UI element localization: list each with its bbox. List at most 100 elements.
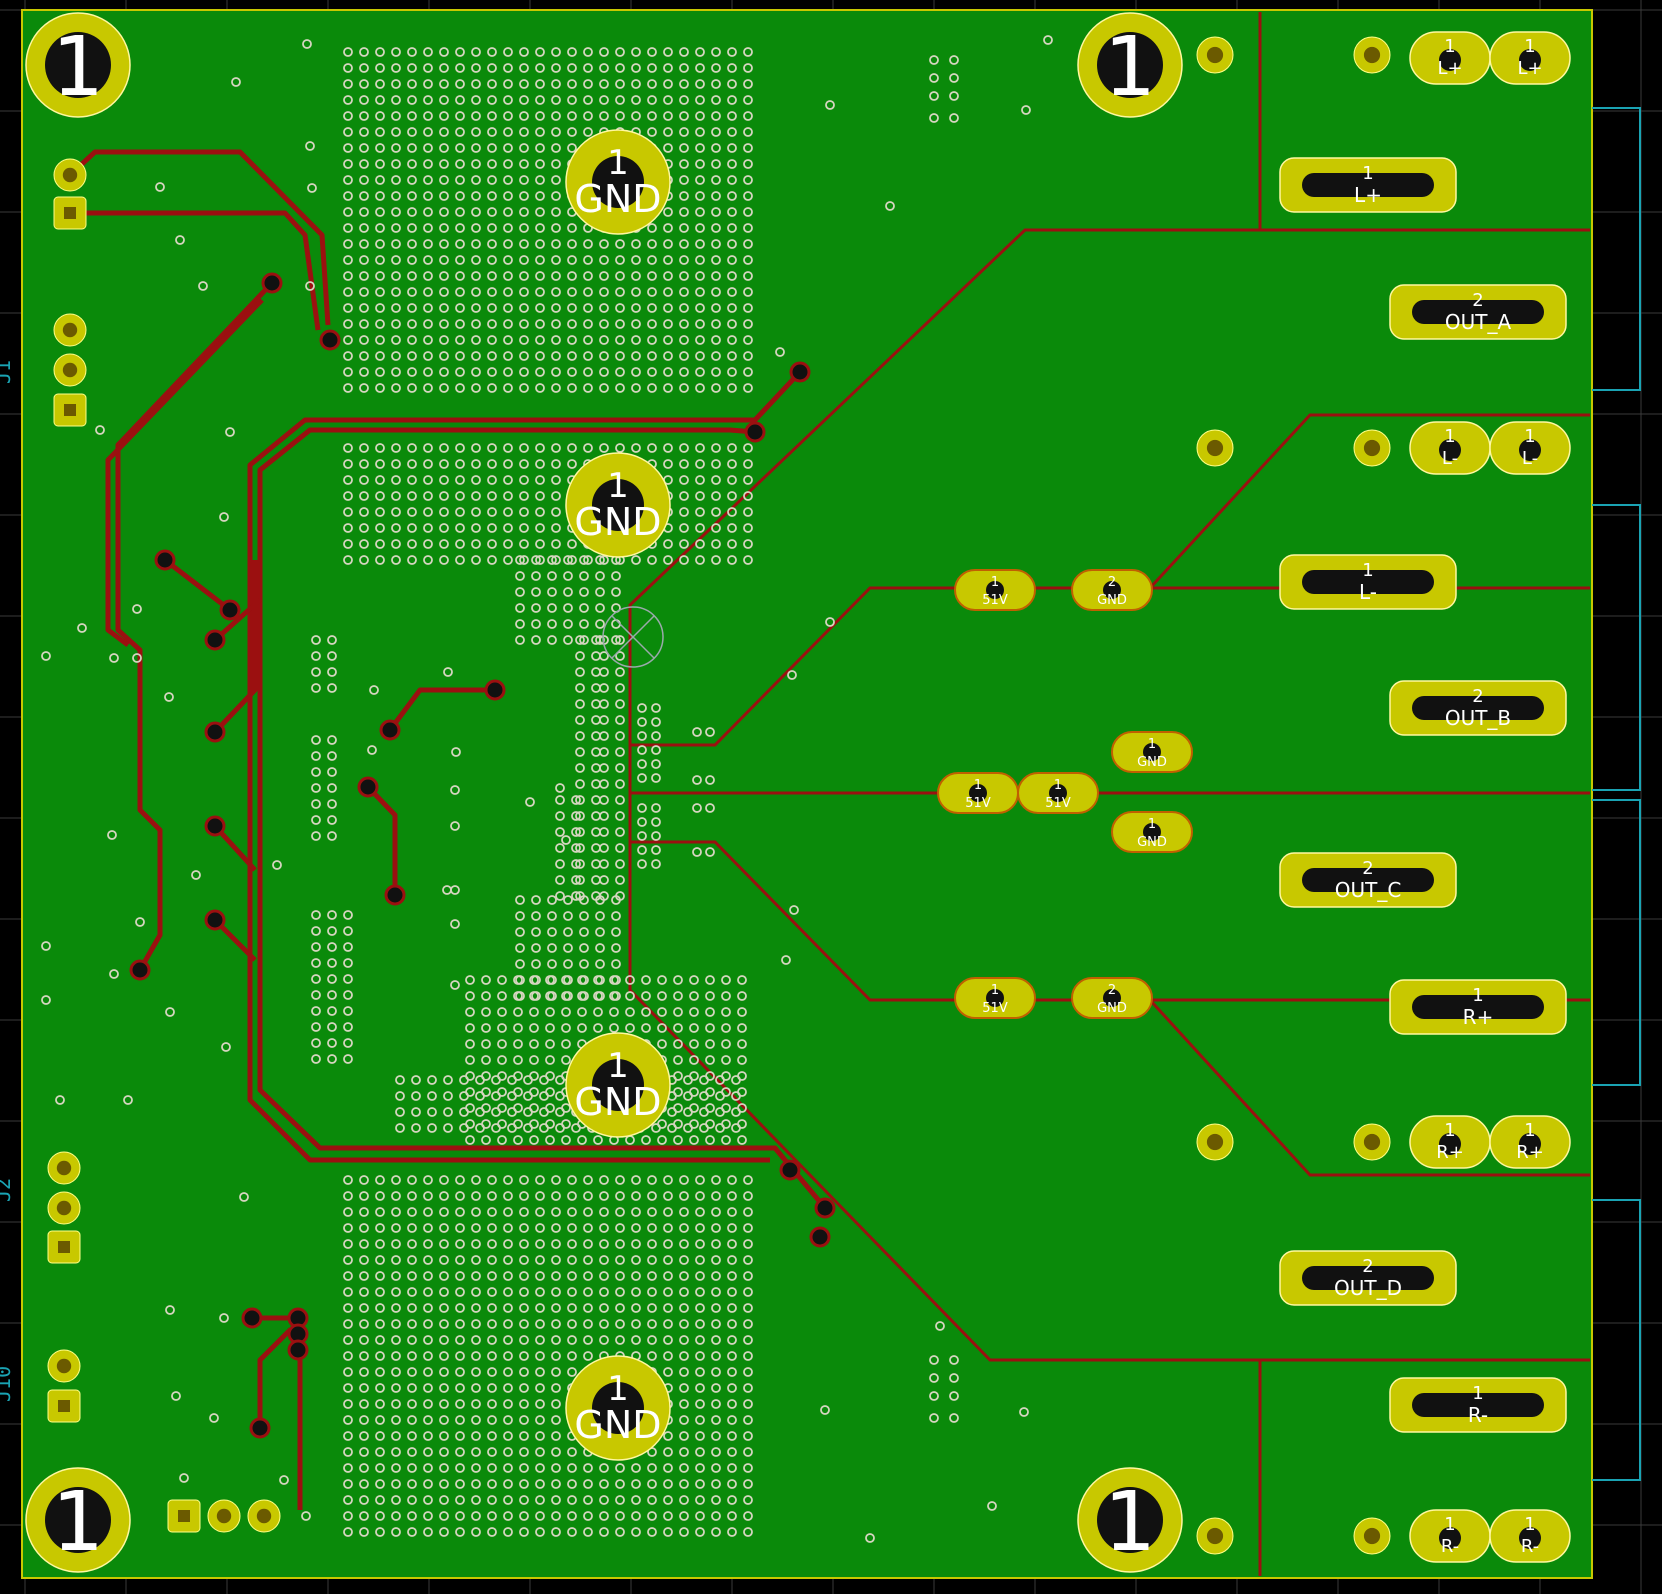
via [711,127,721,137]
via [439,207,449,217]
via [455,1319,465,1329]
via [209,1413,219,1423]
via [711,63,721,73]
via [529,1007,539,1017]
via [439,95,449,105]
via [343,1207,353,1217]
via [599,1463,609,1473]
via [471,1255,481,1265]
via [711,287,721,297]
via [743,491,753,501]
via [471,555,481,565]
via [575,811,585,821]
via [343,1447,353,1457]
via [555,891,565,901]
via [487,1271,497,1281]
via [599,367,609,377]
via [423,175,433,185]
via [551,1447,561,1457]
via [327,735,337,745]
via [407,1399,417,1409]
via [455,475,465,485]
via [551,95,561,105]
via [567,143,577,153]
via [487,1495,497,1505]
via [503,191,513,201]
via [375,1367,385,1377]
via [513,1135,523,1145]
via [711,271,721,281]
via [359,303,369,313]
via [743,475,753,485]
via [391,1463,401,1473]
via [637,817,647,827]
via [519,1223,529,1233]
via [695,1207,705,1217]
via [727,1447,737,1457]
via [455,367,465,377]
via [583,239,593,249]
via [551,1239,561,1249]
via [567,111,577,121]
via [471,255,481,265]
via [519,1479,529,1489]
via [647,63,657,73]
via [555,1091,565,1101]
via [535,383,545,393]
via [727,1383,737,1393]
via [535,127,545,137]
via [727,1271,737,1281]
via [375,1527,385,1537]
via [567,1303,577,1313]
via [567,383,577,393]
via [503,319,513,329]
via [439,47,449,57]
via [391,351,401,361]
via [567,47,577,57]
via [637,803,647,813]
via [705,1023,715,1033]
via [343,1367,353,1377]
via [395,1075,405,1085]
via [567,255,577,265]
via [343,159,353,169]
via [471,1527,481,1537]
via [439,271,449,281]
via [407,539,417,549]
via [663,351,673,361]
via [551,383,561,393]
via [391,1367,401,1377]
via [583,127,593,137]
via [535,1287,545,1297]
via [343,1303,353,1313]
via [631,47,641,57]
via [455,1287,465,1297]
via [615,715,625,725]
via [631,1319,641,1329]
via [615,47,625,57]
via [679,1223,689,1233]
via [391,47,401,57]
via [427,1075,437,1085]
via [689,991,699,1001]
via [583,1255,593,1265]
via [563,943,573,953]
via [503,475,513,485]
via [555,875,565,885]
via [343,942,353,952]
via [743,47,753,57]
via [407,1207,417,1217]
via [679,351,689,361]
via [503,111,513,121]
via [343,507,353,517]
via [503,507,513,517]
via [615,1271,625,1281]
via [679,287,689,297]
via [487,1431,497,1441]
via [481,1023,491,1033]
via [519,143,529,153]
via [727,95,737,105]
